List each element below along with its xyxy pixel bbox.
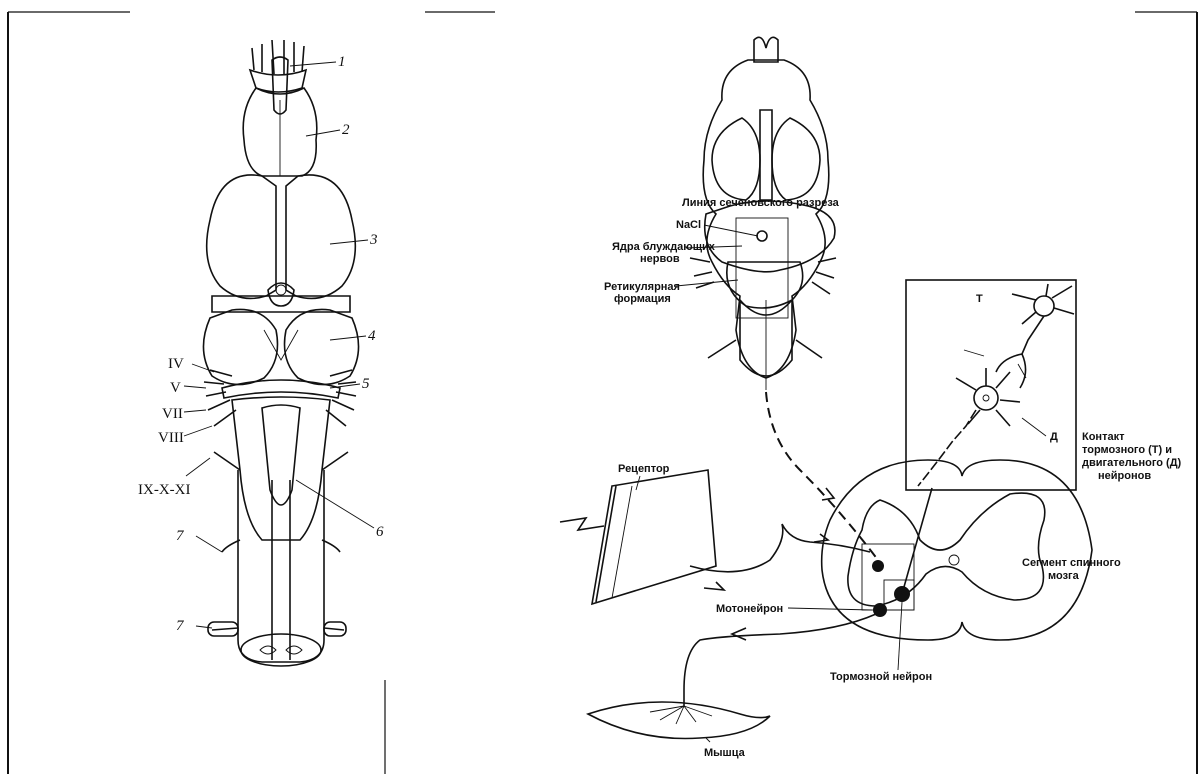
label-vagus-nuclei-2: нервов [640, 253, 680, 265]
inhibitory-neuron-dot [872, 560, 884, 572]
label-3: 3 [369, 232, 378, 248]
label-reticular-2: формация [614, 293, 671, 305]
medulla [232, 397, 330, 540]
label-2: 2 [342, 122, 350, 138]
efferent-fiber [684, 614, 876, 706]
label-receptor: Рецептор [618, 463, 670, 475]
nerve-label-iv: IV [168, 356, 184, 372]
frog-brain-drawing: 1 2 3 4 5 6 7 7 IV V VII VIII IX-X-XI [138, 40, 384, 666]
left-optic-lobe [203, 309, 277, 384]
label-motoneuron: Мотонейрон [716, 603, 783, 615]
nerve-label-v: V [170, 380, 181, 396]
label-1: 1 [338, 54, 346, 70]
sechenov-scheme: Линия сеченовского разреза NaCl Ядра блу… [560, 37, 1182, 759]
neuron-contact-inset: Т Д [906, 280, 1076, 490]
label-5: 5 [362, 376, 370, 392]
label-nacl: NaCl [676, 219, 701, 231]
label-inhibitory-neuron: Тормозной нейрон [830, 671, 932, 683]
muscle: Мышца [588, 702, 770, 759]
nerve-label-viii: VIII [158, 430, 184, 446]
label-4: 4 [368, 328, 376, 344]
left-leader-lines [184, 62, 374, 628]
label-neuron-d: Д [1050, 431, 1058, 443]
page-border [8, 12, 1197, 774]
label-contact-3: двигательного (Д) [1082, 457, 1182, 469]
left-hemisphere [207, 175, 276, 299]
label-neuron-t: Т [976, 293, 983, 305]
label-spinal-segment-2: мозга [1048, 570, 1080, 582]
label-contact-1: Контакт [1082, 431, 1125, 443]
afferent-fiber [690, 524, 870, 572]
spinal-cord-segment [822, 460, 1092, 640]
right-optic-lobe [285, 309, 359, 384]
label-spinal-segment-1: Сегмент спинного [1022, 557, 1121, 569]
label-vagus-nuclei-1: Ядра блуждающих [612, 241, 716, 253]
label-section-line: Линия сеченовского разреза [682, 197, 840, 209]
olfactory-fringe [250, 40, 306, 114]
label-6: 6 [376, 524, 384, 540]
label-contact-2: тормозного (Т) и [1082, 444, 1172, 456]
nerve-label-vii: VII [162, 406, 183, 422]
cerebellum [222, 380, 340, 398]
label-7-upper: 7 [176, 528, 185, 544]
brain-top-view [690, 37, 836, 390]
label-muscle: Мышца [704, 747, 746, 759]
label-7-lower: 7 [176, 618, 185, 634]
right-hemisphere [286, 175, 355, 299]
nerve-label-ix-x-xi: IX-X-XI [138, 482, 190, 498]
receptor-tissue: Рецептор [560, 463, 716, 604]
label-reticular-1: Ретикулярная [604, 281, 680, 293]
label-contact-4: нейронов [1098, 470, 1151, 482]
